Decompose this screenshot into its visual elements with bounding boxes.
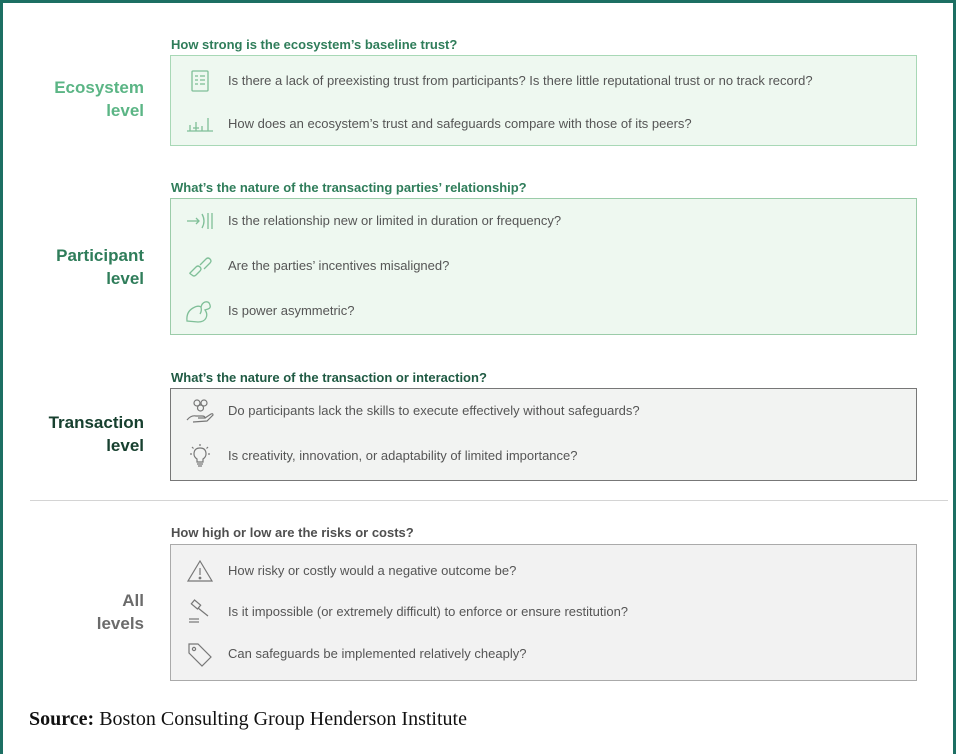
hand-coins-icon [183, 399, 217, 423]
list-item: Is power asymmetric? [171, 298, 916, 324]
list-item: Is there a lack of preexisting trust fro… [171, 68, 916, 94]
arrow-signal-icon [183, 209, 217, 233]
list-item-text: Is creativity, innovation, or adaptabili… [228, 448, 578, 463]
list-item-text: Can safeguards be implemented relatively… [228, 646, 527, 661]
price-tag-icon [183, 642, 217, 667]
list-item: How risky or costly would a negative out… [171, 558, 916, 584]
ecosystem-level-label: Ecosystem level [54, 78, 144, 120]
participant-question-box: Is the relationship new or limited in du… [170, 198, 917, 335]
section-divider [30, 500, 948, 501]
all-levels-question-heading: How high or low are the risks or costs? [171, 525, 414, 540]
comparison-chart-icon [183, 112, 217, 136]
list-item-text: Are the parties’ incentives misaligned? [228, 258, 450, 273]
list-item-text: Do participants lack the skills to execu… [228, 403, 640, 418]
flexed-arm-icon [183, 299, 217, 323]
transaction-level-label: Transaction level [48, 413, 144, 455]
list-item: How does an ecosystem’s trust and safegu… [171, 111, 916, 137]
list-item: Is creativity, innovation, or adaptabili… [171, 443, 916, 469]
list-item: Is it impossible (or extremely difficult… [171, 599, 916, 625]
participant-question-heading: What’s the nature of the transacting par… [171, 180, 527, 195]
gavel-icon [183, 599, 217, 624]
list-item-text: Is power asymmetric? [228, 303, 355, 318]
list-item-text: Is there a lack of preexisting trust fro… [228, 73, 813, 88]
source-text: Boston Consulting Group Henderson Instit… [94, 708, 467, 730]
list-item: Are the parties’ incentives misaligned? [171, 253, 916, 279]
warning-icon [183, 559, 217, 583]
ecosystem-question-heading: How strong is the ecosystem’s baseline t… [171, 37, 458, 52]
list-item-text: How risky or costly would a negative out… [228, 563, 517, 578]
list-item-text: How does an ecosystem’s trust and safegu… [228, 116, 692, 131]
ecosystem-question-box: Is there a lack of preexisting trust fro… [170, 55, 917, 146]
list-item: Can safeguards be implemented relatively… [171, 641, 916, 667]
list-item-text: Is the relationship new or limited in du… [228, 213, 562, 228]
transaction-question-heading: What’s the nature of the transaction or … [171, 370, 487, 385]
participant-level-label: Participant level [56, 246, 144, 288]
list-item: Do participants lack the skills to execu… [171, 398, 916, 424]
checklist-icon [183, 69, 217, 93]
source-prefix: Source: [29, 708, 95, 730]
lightbulb-icon [183, 444, 217, 468]
broken-link-icon [183, 254, 217, 278]
source-note: Source: Boston Consulting Group Henderso… [29, 708, 467, 731]
all-levels-question-box: How risky or costly would a negative out… [170, 544, 917, 681]
all-levels-label: All levels [96, 591, 144, 633]
transaction-question-box: Do participants lack the skills to execu… [170, 388, 917, 481]
list-item: Is the relationship new or limited in du… [171, 208, 916, 234]
list-item-text: Is it impossible (or extremely difficult… [228, 604, 629, 619]
